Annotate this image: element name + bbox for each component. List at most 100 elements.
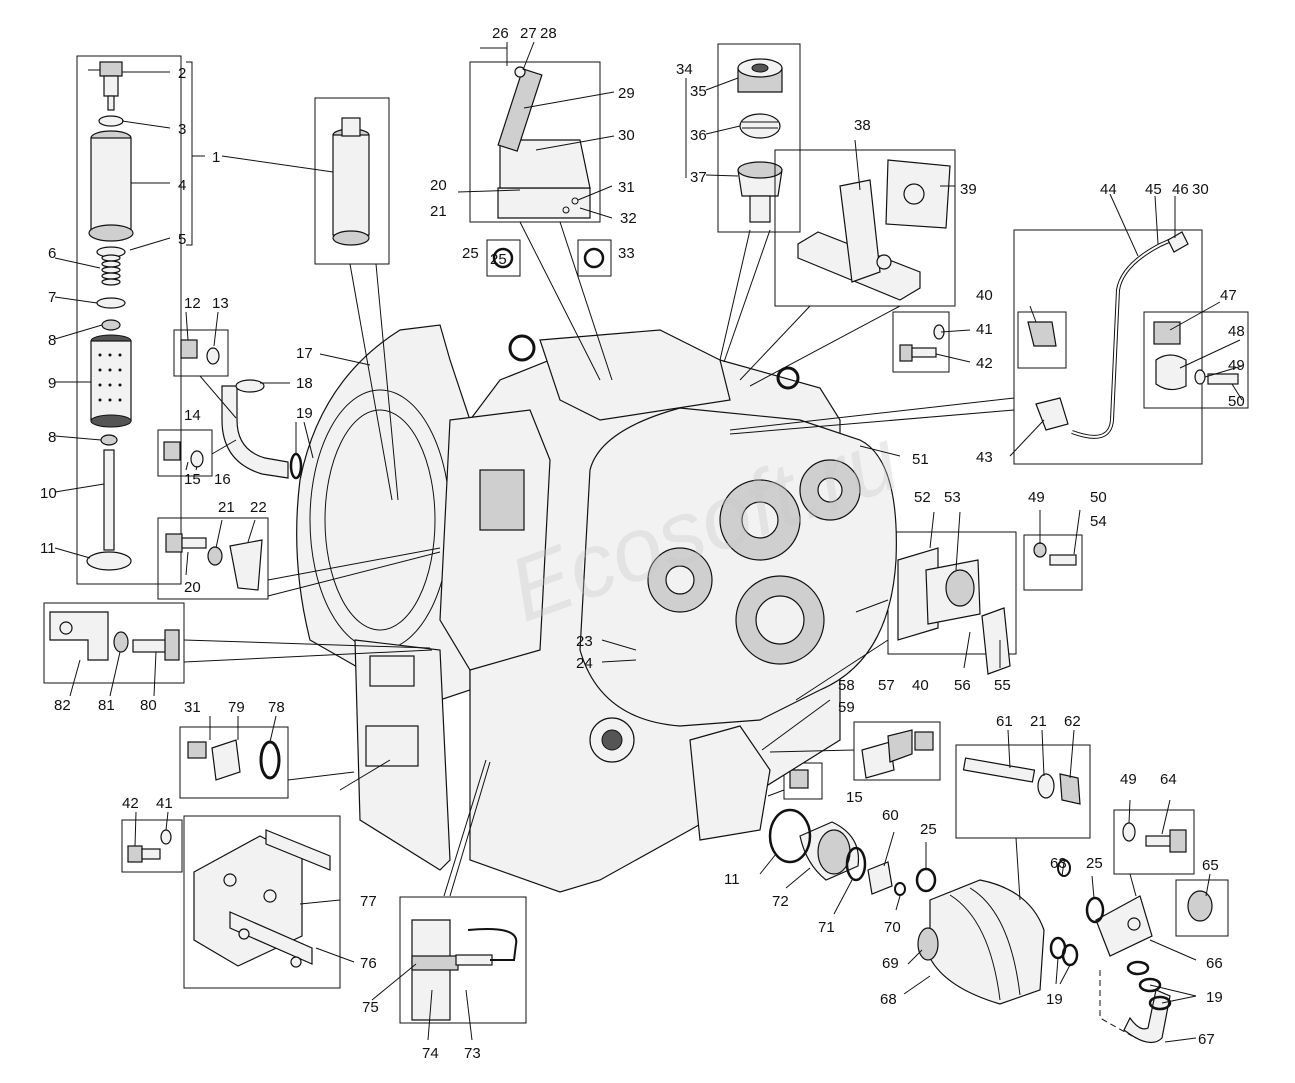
part-number-label: 57 — [878, 677, 895, 694]
part-number-label: 70 — [884, 919, 901, 936]
part-number-label: 2 — [178, 65, 186, 82]
part-number-label: 66 — [1206, 955, 1223, 972]
part-number-label: 38 — [854, 117, 871, 134]
bracket-box-80-82 — [43, 602, 185, 684]
part-number-label: 42 — [122, 795, 139, 812]
part-number-label: 78 — [268, 699, 285, 716]
part-number-label: 77 — [360, 893, 377, 910]
part-number-label: 71 — [818, 919, 835, 936]
part-67-pipe — [1099, 960, 1172, 1044]
part-number-label: 19 — [1206, 989, 1223, 1006]
bolt-box-49-64-66 — [1095, 809, 1229, 957]
part-number-label: 40 — [912, 677, 929, 694]
part-number-label: 59 — [838, 699, 855, 716]
part-number-label: 51 — [912, 451, 929, 468]
bracket-box-76-77 — [183, 815, 341, 989]
filter-assembly — [76, 55, 205, 585]
part-number-label: 21 — [1030, 713, 1047, 730]
filter-assembly-frame — [76, 55, 182, 585]
part-number-label: 68 — [880, 991, 897, 1008]
part-number-label: 21 — [430, 203, 447, 220]
part-4-housing — [88, 130, 134, 242]
fitting-box-57-40 — [853, 721, 941, 781]
part-number-label: 42 — [976, 355, 993, 372]
part-1-filter-box — [314, 97, 390, 265]
part-number-label: 72 — [772, 893, 789, 910]
part-number-label: 20 — [430, 177, 447, 194]
part-number-label: 41 — [156, 795, 173, 812]
detail-box-73-75 — [399, 896, 527, 1024]
part-number-label: 25 — [490, 251, 507, 268]
part-number-label: 26 — [492, 25, 509, 42]
part-number-label: 13 — [212, 295, 229, 312]
part-number-label: 73 — [464, 1045, 481, 1062]
part-number-label: 14 — [184, 407, 201, 424]
part-number-label: 43 — [976, 449, 993, 466]
transmission-body — [296, 324, 897, 893]
part-number-label: 12 — [184, 295, 201, 312]
part-18-elbow — [221, 379, 289, 479]
part-number-label: 48 — [1228, 323, 1245, 340]
part-number-label: 32 — [620, 210, 637, 227]
part-number-label: 49 — [1028, 489, 1045, 506]
part-number-label: 25 — [462, 245, 479, 262]
part-number-label: 63 — [1050, 855, 1067, 872]
part-number-label: 41 — [976, 321, 993, 338]
part-number-label: 50 — [1090, 489, 1107, 506]
part-number-label: 31 — [618, 179, 635, 196]
flange-box-52-56 — [887, 531, 1083, 675]
part-number-label: 37 — [690, 169, 707, 186]
part-number-label: 6 — [48, 245, 56, 262]
part-number-label: 11 — [40, 540, 56, 557]
part-8-washer-lower — [100, 434, 118, 446]
part-number-label: 81 — [98, 697, 115, 714]
part-number-label: 62 — [1064, 713, 1081, 730]
part-number-label: 80 — [140, 697, 157, 714]
part-number-label: 36 — [690, 127, 707, 144]
part-number-label: 45 — [1145, 181, 1162, 198]
stud-box-61-62 — [955, 744, 1091, 839]
part-number-label: 20 — [184, 579, 201, 596]
part-number-label: 9 — [48, 375, 56, 392]
part-number-label: 15 — [846, 789, 863, 806]
part-number-label: 28 — [540, 25, 557, 42]
part-6-spring — [101, 254, 121, 286]
part-number-label: 21 — [218, 499, 235, 516]
part-number-label: 8 — [48, 332, 56, 349]
part-number-label: 46 — [1172, 181, 1189, 198]
part-number-label: 5 — [178, 231, 186, 248]
part-number-label: 25 — [1086, 855, 1103, 872]
part-3-ring — [98, 115, 124, 127]
part-number-label: 27 — [520, 25, 537, 42]
part-number-label: 22 — [250, 499, 267, 516]
bracket-box-38-42 — [774, 149, 956, 373]
part-9-filter-element — [90, 334, 132, 428]
part-number-label: 53 — [944, 489, 961, 506]
part-number-label: 49 — [1120, 771, 1137, 788]
part-number-label: 1 — [212, 149, 220, 166]
part-number-label: 24 — [576, 655, 593, 672]
plug-box-12-13 — [173, 329, 229, 377]
part-number-label: 76 — [360, 955, 377, 972]
part-number-label: 29 — [618, 85, 635, 102]
part-number-label: 50 — [1228, 393, 1245, 410]
bolt-box-20-22 — [157, 517, 269, 600]
part-number-label: 75 — [362, 999, 379, 1016]
part-72-cover — [768, 808, 867, 882]
part-number-label: 4 — [178, 177, 186, 194]
leader-lines — [54, 41, 1243, 1043]
part-10-rod — [103, 449, 115, 551]
part-number-label: 82 — [54, 697, 71, 714]
bolt-box-42-41 — [121, 819, 183, 873]
part-number-label: 19 — [296, 405, 313, 422]
part-number-label: 52 — [914, 489, 931, 506]
part-number-label: 23 — [576, 633, 593, 650]
part-number-label: 55 — [994, 677, 1011, 694]
part-number-label: 18 — [296, 375, 313, 392]
part-number-label: 58 — [838, 677, 855, 694]
part-number-label: 54 — [1090, 513, 1107, 530]
part-number-label: 33 — [618, 245, 635, 262]
